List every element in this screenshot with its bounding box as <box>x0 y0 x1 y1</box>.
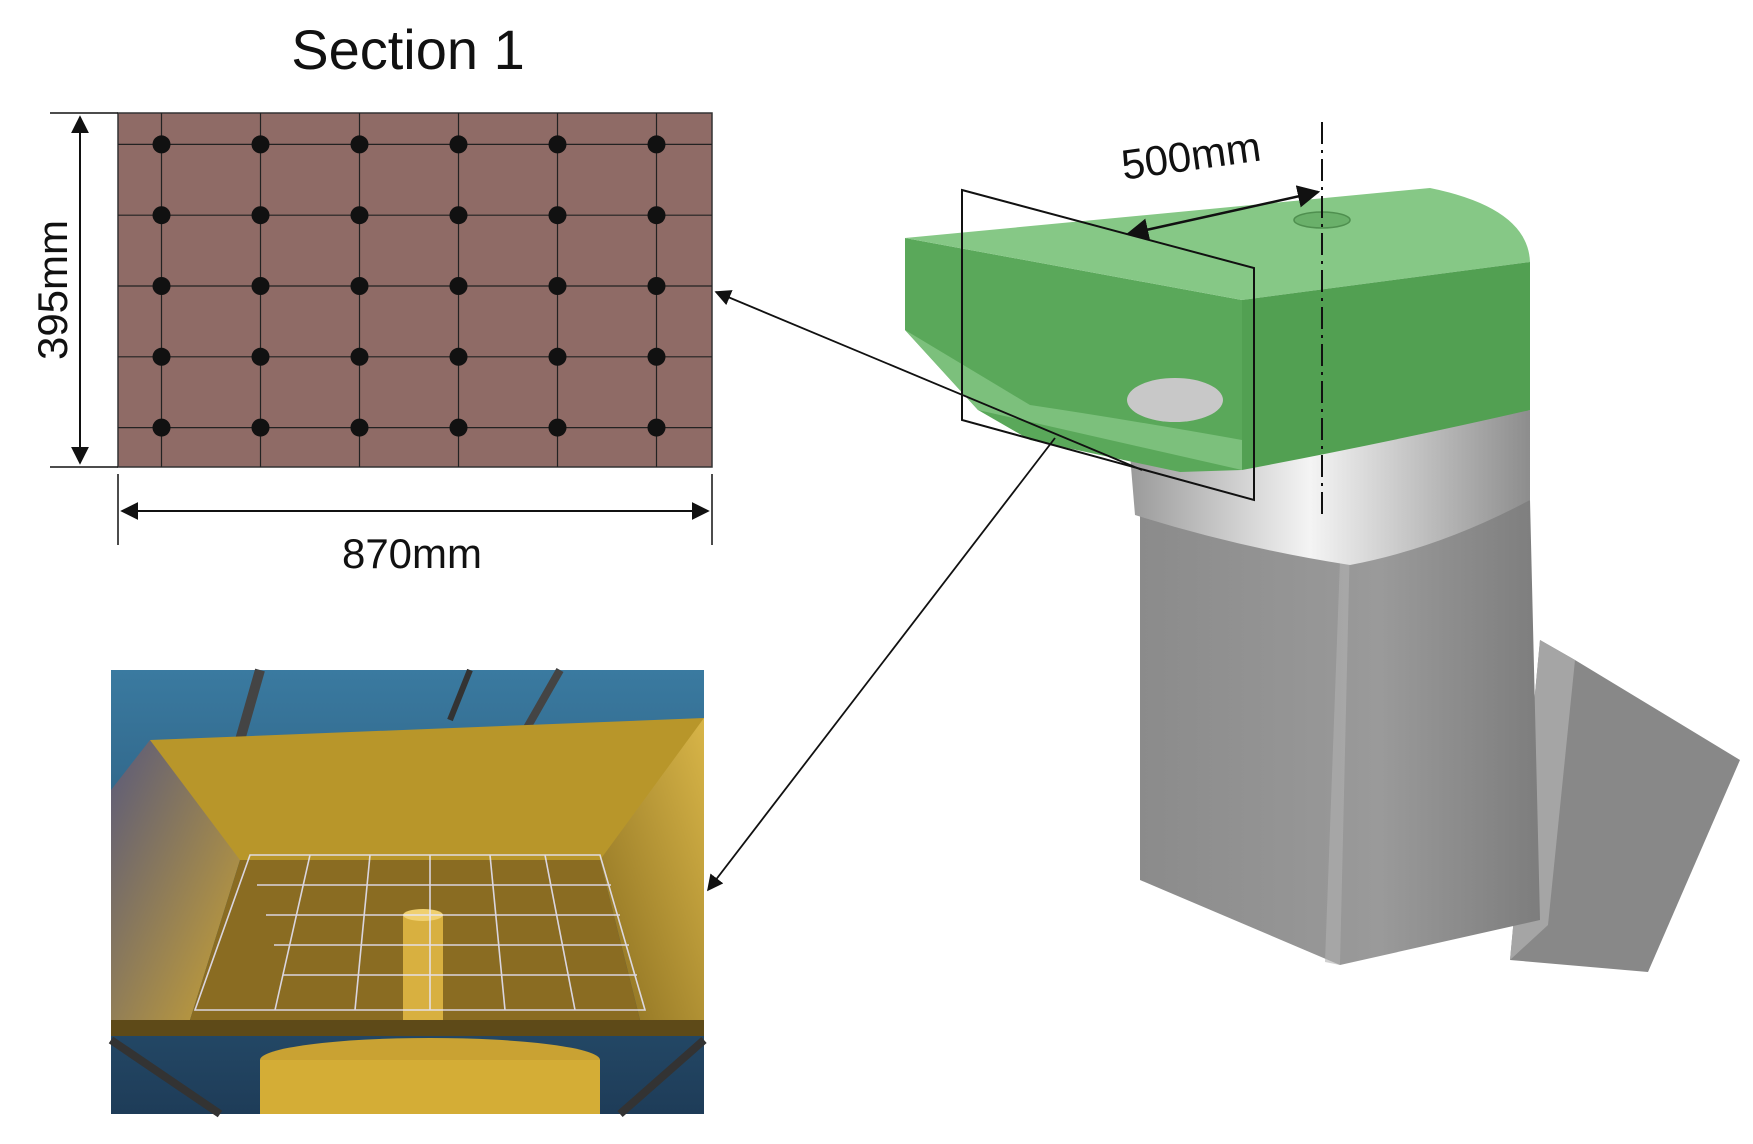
measurement-point <box>548 206 567 225</box>
measurement-point <box>647 135 666 154</box>
offset-label: 500mm <box>1118 123 1263 189</box>
measurement-point <box>350 135 369 154</box>
inlet-box-side <box>1242 262 1530 470</box>
measurement-point <box>251 206 270 225</box>
measurement-point <box>647 418 666 437</box>
measurement-point <box>449 347 468 366</box>
measurement-point <box>350 347 369 366</box>
measurement-point <box>647 206 666 225</box>
photo-left-wall <box>111 740 240 1020</box>
section-rect <box>117 112 713 468</box>
measurement-point <box>647 277 666 295</box>
inlet-box-underside <box>905 330 1242 470</box>
measurement-point <box>449 206 468 225</box>
inlet-box-top <box>905 188 1530 300</box>
hopper-photo <box>108 668 707 1118</box>
measurement-point <box>449 418 468 437</box>
measurement-point <box>548 135 567 154</box>
measurement-point <box>152 277 171 295</box>
measurement-point <box>548 277 567 295</box>
height-label: 395mm <box>29 220 76 360</box>
leader-arrow-to-photo <box>707 437 1056 892</box>
measurement-point <box>449 135 468 154</box>
separator-3d-model: 500mm <box>905 122 1740 972</box>
section-title: Section 1 <box>291 18 525 81</box>
section-plane <box>961 188 1255 502</box>
measurement-point <box>251 277 270 295</box>
measurement-point <box>350 418 369 437</box>
measurement-point <box>647 347 666 366</box>
photo-wire-mesh <box>193 854 647 1011</box>
width-dimension: 870mm <box>117 474 713 577</box>
photo-back-wall <box>150 718 704 860</box>
measurement-point <box>251 135 270 154</box>
measurement-point <box>152 418 171 437</box>
measurement-point <box>251 418 270 437</box>
measurement-point <box>152 135 171 154</box>
height-dimension: 395mm <box>29 112 118 468</box>
photo-pipe <box>403 915 443 1020</box>
width-label: 870mm <box>342 530 482 577</box>
measurement-point <box>152 206 171 225</box>
measurement-point <box>251 347 270 366</box>
offset-arrow <box>1125 185 1321 241</box>
photo-base-ring <box>260 1060 600 1114</box>
section-grid-panel <box>117 112 713 468</box>
measurement-point <box>350 277 369 295</box>
measurement-point <box>449 277 468 295</box>
measurement-point <box>548 347 567 366</box>
measurement-point <box>548 418 567 437</box>
measurement-point <box>152 347 171 366</box>
inlet-opening <box>1127 378 1223 422</box>
leader-arrow-to-section <box>714 290 1143 471</box>
grid-points <box>152 135 666 437</box>
measurement-point <box>350 206 369 225</box>
